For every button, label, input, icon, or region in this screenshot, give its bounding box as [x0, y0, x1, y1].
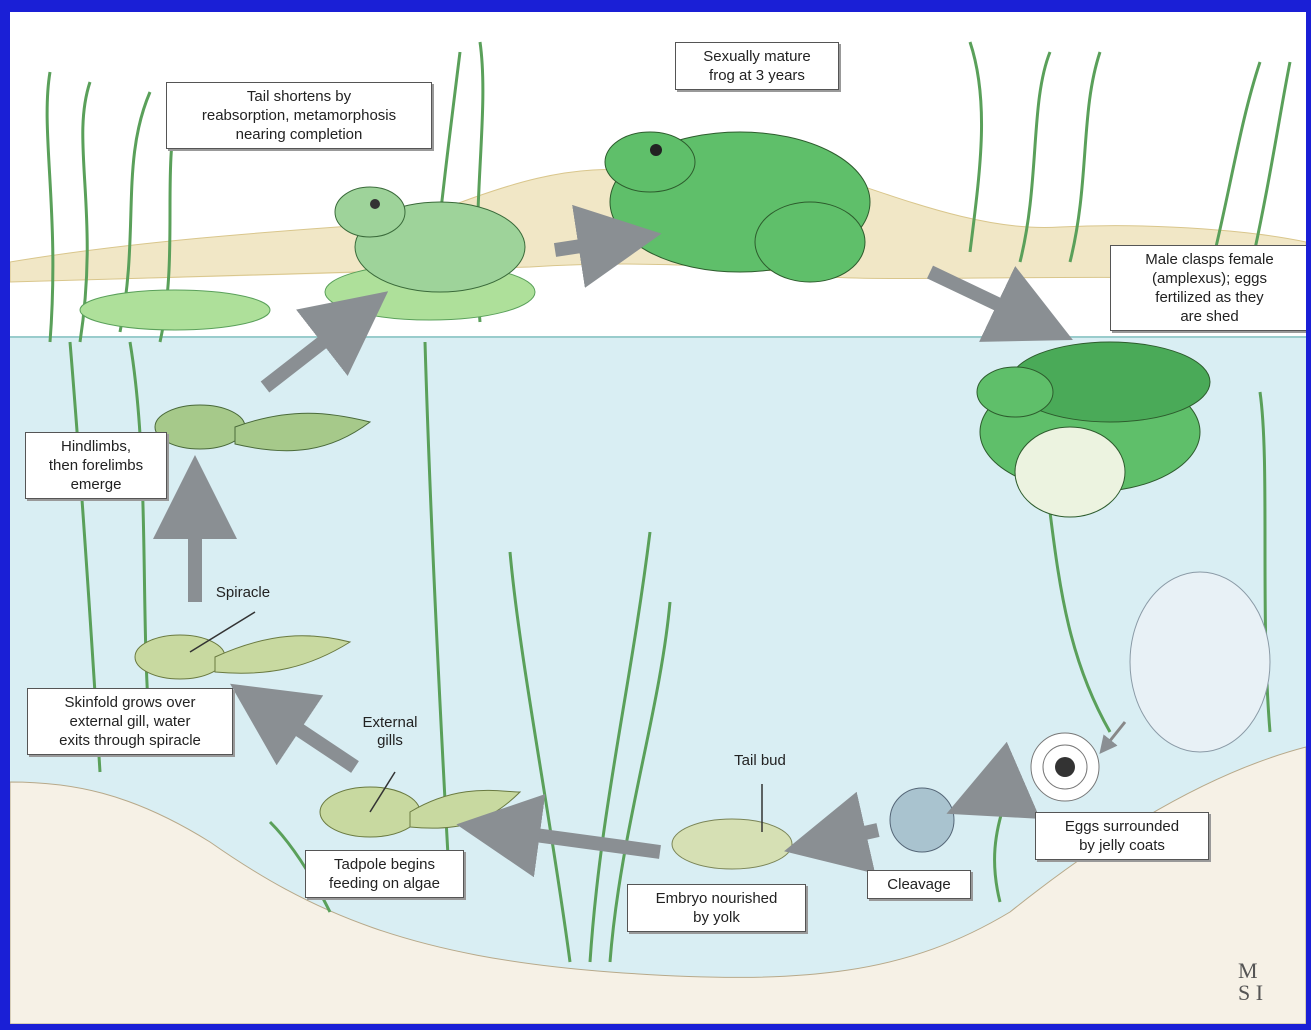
label-tadpole-feeding: Tadpole begins feeding on algae — [305, 850, 464, 898]
label-embryo: Embryo nourished by yolk — [627, 884, 806, 932]
label-spiracle: Spiracle — [198, 584, 288, 602]
artist-signature: M S I — [1238, 960, 1263, 1004]
label-tail-shortens: Tail shortens by reabsorption, metamorph… — [166, 82, 432, 149]
diagram-frame: Sexually mature frog at 3 years Tail sho… — [10, 12, 1306, 1024]
single-egg — [1031, 733, 1099, 801]
frog-life-cycle-illustration — [10, 12, 1306, 1024]
lily-pad-left — [80, 290, 270, 330]
egg-mass — [1130, 572, 1270, 752]
cleavage-embryo — [890, 788, 954, 852]
label-cleavage: Cleavage — [867, 870, 971, 899]
arrow-froglet-to-adult — [555, 240, 620, 250]
label-mature-frog: Sexually mature frog at 3 years — [675, 42, 839, 90]
label-skinfold: Skinfold grows over external gill, water… — [27, 688, 233, 755]
label-tail-bud: Tail bud — [710, 752, 810, 770]
label-eggs-jelly: Eggs surrounded by jelly coats — [1035, 812, 1209, 860]
label-external-gills: External gills — [345, 714, 435, 750]
label-hindlimbs: Hindlimbs, then forelimbs emerge — [25, 432, 167, 499]
tail-bud-embryo — [672, 819, 792, 869]
label-amplexus: Male clasps female (amplexus); eggs fert… — [1110, 245, 1306, 331]
